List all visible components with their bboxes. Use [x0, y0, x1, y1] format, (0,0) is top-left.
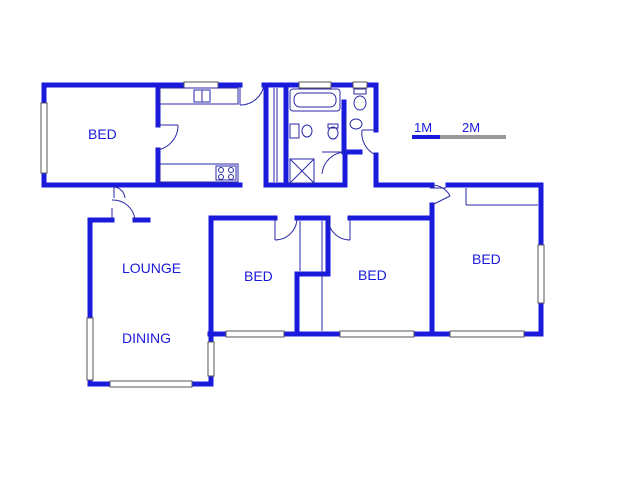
scale-label-1m: 1M — [414, 120, 432, 135]
windows — [40, 81, 545, 388]
door-wc — [361, 129, 377, 156]
room-label-bed-4: BED — [472, 251, 501, 267]
window-bed-1 — [40, 102, 48, 174]
window-kitchen — [183, 81, 219, 89]
door-hall — [113, 186, 126, 199]
stove — [215, 165, 237, 181]
door-kitchen — [239, 84, 265, 106]
window-dining — [109, 380, 193, 388]
kitchen-counter-bottom — [159, 163, 239, 183]
window-bed-3 — [339, 330, 415, 338]
toilet-bath — [327, 126, 339, 140]
basin-wc — [349, 118, 363, 130]
basin-2 — [301, 124, 313, 138]
doors — [111, 84, 451, 241]
toilet-wc — [353, 95, 367, 111]
door-bed-3 — [327, 217, 351, 241]
room-label-bed-3: BED — [358, 267, 387, 283]
door-lounge — [111, 199, 136, 221]
basin-1 — [289, 123, 300, 139]
window-bath — [298, 81, 332, 89]
window-dining-side — [207, 341, 215, 377]
door-bed-4 — [430, 184, 451, 206]
scale-bar: 1M 2M — [412, 120, 506, 139]
door-bath — [321, 151, 346, 175]
fixtures — [159, 87, 538, 331]
window-lounge — [86, 317, 94, 381]
shower — [289, 158, 315, 184]
room-label-lounge: LOUNGE — [122, 260, 181, 276]
door-bed-2 — [274, 217, 298, 241]
window-bed-2 — [225, 330, 285, 338]
kitchen-counter-top — [159, 87, 239, 105]
room-label-dining: DINING — [122, 330, 171, 346]
scale-label-2m: 2M — [462, 120, 480, 135]
room-label-bed-1: BED — [88, 126, 117, 142]
bathtub — [289, 88, 341, 112]
window-bed-4-side — [537, 244, 545, 304]
window-wc — [352, 81, 368, 89]
window-bed-4 — [449, 330, 525, 338]
room-label-bed-2: BED — [244, 268, 273, 284]
room-labels: BED BED BED BED LOUNGE DINING — [88, 126, 501, 346]
door-bed-1 — [157, 124, 179, 151]
